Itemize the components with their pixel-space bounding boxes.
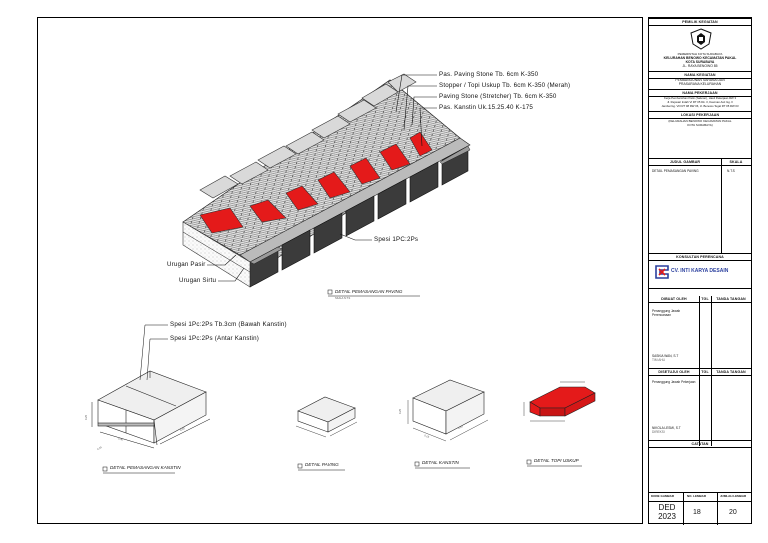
base-layers xyxy=(182,221,251,288)
office-line-2: KOTA SURABAYA xyxy=(685,60,715,64)
col-divider xyxy=(717,492,718,525)
kanstin-detail xyxy=(407,379,489,442)
tgl-header-2: TGL xyxy=(701,370,709,374)
label-spesi-antar: Spesi 1Pc:2Ps (Antar Kanstin) xyxy=(170,335,260,342)
sign-header-2: TANDA TANGAN xyxy=(716,370,746,374)
kanstin-row xyxy=(239,137,471,288)
drawing-title-header: JUDUL GAMBAR xyxy=(669,160,701,164)
label-paving-stretcher: Paving Stone (Stretcher) Tb. 6cm K-350 xyxy=(439,93,557,100)
drawing-title-header-row: JUDUL GAMBAR SKALA xyxy=(649,158,751,166)
caption-kanstin: DETAIL KANSTIN xyxy=(422,460,459,465)
title-divider xyxy=(721,158,722,253)
col-divider xyxy=(699,296,700,446)
caption-topi-uskup: DETAIL TOPI USKUP xyxy=(534,458,579,463)
label-stopper: Stopper / Topi Uskup Tb. 6cm K-350 (Mera… xyxy=(439,82,571,89)
rule xyxy=(649,492,751,493)
col-divider xyxy=(711,296,712,446)
drawing-frame xyxy=(37,17,643,524)
label-kanstin: Pas. Kanstin Uk.15.25.40 K-175 xyxy=(439,104,534,111)
job-line-1: Kerja Pembersihan Patin (Saluran), Hasil… xyxy=(663,96,737,100)
kanstin-install xyxy=(97,370,207,446)
label-urugan-sirtu: Urugan Sirtu xyxy=(179,277,217,284)
made-by-name: SASKIA WAN, S.T xyxy=(652,354,679,358)
activity-line-1: PEMBANGUNAN SARANA DAN xyxy=(675,78,725,82)
office-line-3: JL. RAYA BENOWO 85 xyxy=(682,64,718,68)
paving-detail xyxy=(295,396,358,438)
job-line-2: Jl. Rejosari Indah VI RT 05 Dk. 3, Kaurn… xyxy=(667,100,733,104)
activity-line-2: PRASARANA KELURAHAN xyxy=(678,82,722,86)
tgl-header: TGL xyxy=(701,297,709,301)
scale-value: N.T.S xyxy=(727,169,735,173)
city-emblem-icon xyxy=(690,28,712,50)
dim-kanstin-height: 0.25 xyxy=(399,408,403,415)
made-by-header-row: DIBUAT OLEH TGL TANDA TANGAN xyxy=(649,296,751,303)
label-spesi: Spesi 1PC:2Ps xyxy=(374,236,419,243)
notes-header: CATATAN xyxy=(649,440,751,448)
caption-main-detail: DETAIL PEMASANGAN PAVING xyxy=(335,289,403,294)
job-line-3: Jambai Gg. VIII RT 08 RW 06, Jl. Benowo … xyxy=(661,104,739,108)
checked-sub: DIREKSI xyxy=(652,430,665,434)
made-by-role: Penanggung Jawab Perencanaan xyxy=(652,309,681,317)
location-line-1: (KELURAHAN BENOWO KECAMATAN PAKAL xyxy=(668,119,732,123)
num-value: 18 xyxy=(693,509,701,516)
rule xyxy=(649,501,751,502)
scale-header: SKALA xyxy=(729,160,743,164)
checked-name: NIKOLA LESMI, S.T xyxy=(652,426,681,430)
made-by-sub: TIM AHLI xyxy=(652,358,666,362)
owner-header: PEMILIK KEGIATAN xyxy=(649,18,751,26)
label-paving-stone: Pas. Paving Stone Tb. 6cm K-350 xyxy=(439,71,539,78)
caption-main-scale: SKALA N.T.S xyxy=(335,297,351,300)
drawing-title: DETAIL PEMASANGAN PAVING xyxy=(652,169,699,173)
code-value: DED 2023 xyxy=(658,503,676,521)
main-leaders xyxy=(207,74,437,282)
sign-header: TANDA TANGAN xyxy=(716,297,746,301)
consultant-logo-icon xyxy=(655,265,669,279)
checked-role: Penanggung Jawab Pekerjaan xyxy=(652,380,696,384)
office-line-1: KELURAHAN BENOWO KECAMATAN PAKAL xyxy=(663,56,737,60)
total-header: JUMLAH LEMBAR xyxy=(720,494,747,498)
gov-line: PEMERINTAH KOTA SURABAYA xyxy=(677,52,723,56)
col-divider xyxy=(683,492,684,525)
location-header: LOKASI PEKERJAAN xyxy=(649,111,751,119)
kanstin-install-leaders xyxy=(91,324,211,449)
dim-kanstin-install-height: 0.25 xyxy=(85,414,89,421)
consultant-header: KONSULTAN PERENCANA xyxy=(649,253,751,261)
rule xyxy=(649,288,751,289)
total-value: 20 xyxy=(729,509,737,516)
title-block: PEMILIK KEGIATAN PEMERINTAH KOTA SURABAY… xyxy=(648,17,752,525)
num-header: NO. LEMBAR xyxy=(687,494,706,498)
consultant-name: CV. INTI KARYA DESAIN xyxy=(671,268,729,274)
paving-field xyxy=(182,73,461,269)
location-line-2: KOTA SURABAYA) xyxy=(687,123,713,127)
caption-paving: DETAIL PAVING xyxy=(305,462,339,467)
checked-header: DISETUJUI OLEH xyxy=(658,370,690,374)
activity-header: NAMA KEGIATAN xyxy=(649,71,751,79)
topi-uskup-detail xyxy=(523,381,596,422)
red-stoppers xyxy=(199,131,433,234)
code-header: KODE GAMBAR xyxy=(651,494,674,498)
checked-header-row: DISETUJUI OLEH TGL TANDA TANGAN xyxy=(649,368,751,376)
job-header: NAMA PEKERJAAN xyxy=(649,89,751,97)
caption-kanstin-install: DETAIL PEMASANGAN KANSTIN xyxy=(110,465,181,470)
label-spesi-bawah: Spesi 1Pc:2Ps Tb.3cm (Bawah Kanstin) xyxy=(170,321,287,328)
made-by-header: DIBUAT OLEH xyxy=(661,297,687,301)
label-urugan-pasir: Urugan Pasir xyxy=(167,261,206,268)
